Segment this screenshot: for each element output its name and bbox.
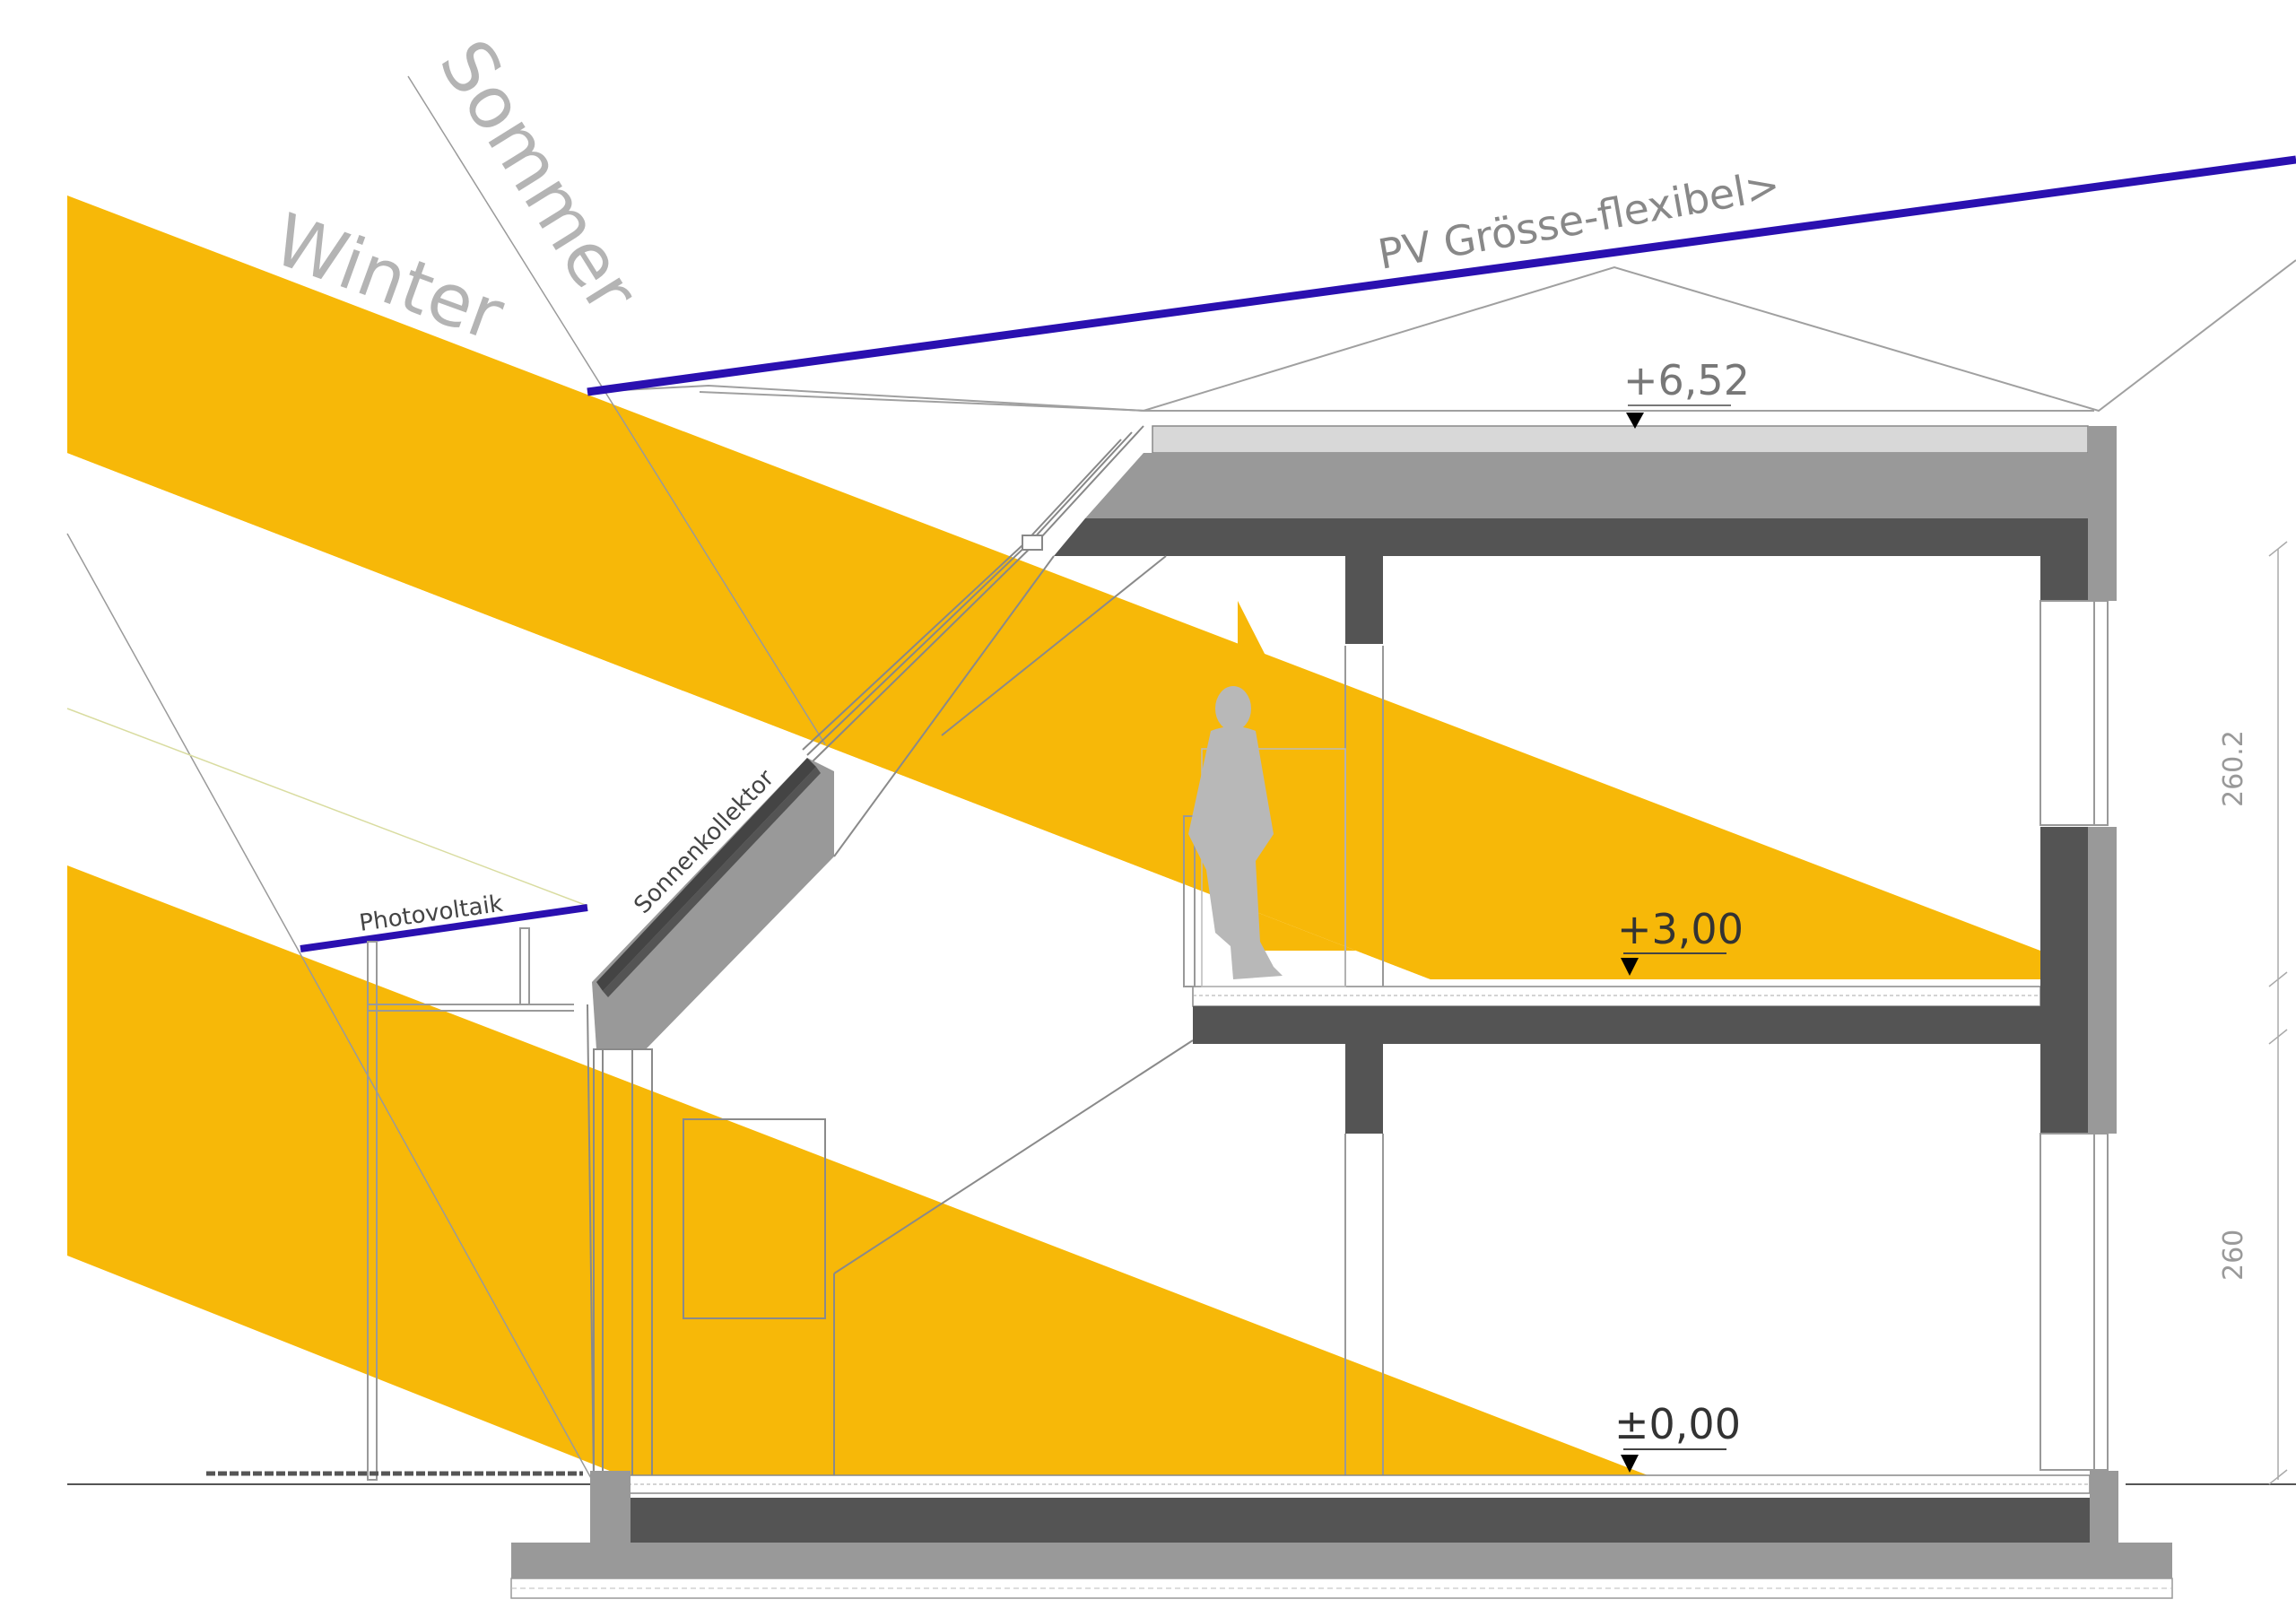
upper-slab [1193,1006,2090,1044]
pv-flexible-panel [587,155,2296,396]
foundation [510,1471,2173,1599]
sun-angle-lines [66,75,2296,1485]
sun-rays [67,196,2040,1480]
level-ground-label: ±0,00 [1614,1400,1741,1448]
sloped-glazing [802,425,1144,763]
level-marker-upper: +3,00 [1617,905,1744,976]
right-wall [1201,556,2117,1480]
sommer-line-lower [66,533,593,1481]
dimension-line [2268,541,2288,1485]
upper-beam [1345,1044,1383,1134]
dimension-ground-label: 260 [2218,1230,2249,1281]
level-upper-label: +3,00 [1617,905,1744,953]
roof-outline [587,259,2296,413]
roof-slab [1054,425,2117,644]
winter-angle-line [66,708,588,907]
left-facade [587,555,1194,1481]
solar-collector [592,758,834,1049]
dimension-upper-label: 260.2 [2218,730,2249,807]
sommer-line [407,75,826,745]
right-wall-upper-outer [2088,426,2117,601]
roof-insulation [1152,425,2089,454]
winter-sun-band-lower [67,865,1655,1480]
person-silhouette [1188,686,1283,979]
photovoltaik-canopy [206,904,588,1481]
roof-concrete [1054,518,2090,601]
roof-mid-layer [1085,453,2090,518]
winter-sun-band-upper-main [67,196,2040,979]
level-marker-roof: +6,52 [1623,356,1750,429]
upper-floor [1183,815,2090,1134]
roof-beam [1345,556,1383,644]
level-roof-label: +6,52 [1623,356,1750,404]
level-marker-ground: ±0,00 [1614,1400,1741,1473]
